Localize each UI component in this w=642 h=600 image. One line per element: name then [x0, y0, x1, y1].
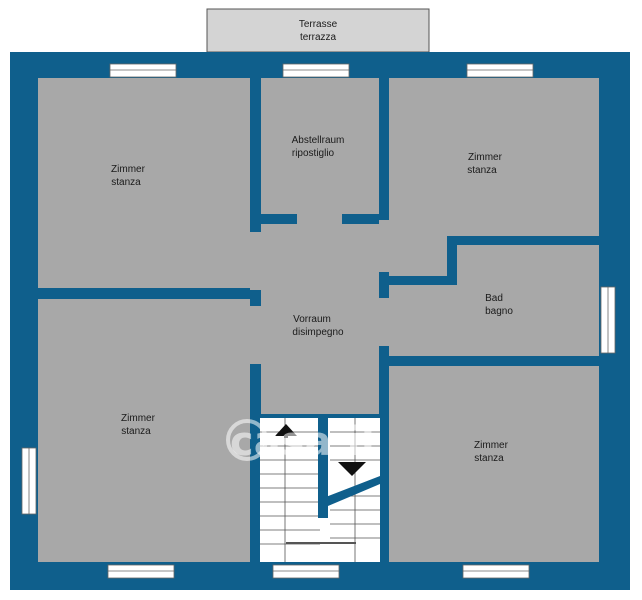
label-bathroom-line2: bagno: [485, 306, 513, 317]
door-storage: [297, 214, 342, 224]
label-room-bottom-right-line2: stanza: [474, 453, 504, 464]
window-bottom-left: [107, 564, 175, 579]
door-left-mid: [250, 306, 261, 364]
label-room-bottom-right-line1: Zimmer: [474, 440, 509, 451]
label-room-top-left-line2: stanza: [111, 177, 141, 188]
label-room-bottom-left-line1: Zimmer: [121, 413, 156, 424]
wall-bath-top: [447, 236, 599, 245]
label-room-top-left-line1: Zimmer: [111, 164, 146, 175]
room-bottom-left: [38, 299, 250, 562]
label-storage-line1: Abstellraum: [292, 135, 345, 146]
wall-bath-bottom: [389, 356, 599, 365]
watermark-text: casa.it: [230, 419, 380, 465]
wall-bath-left: [389, 276, 457, 285]
label-bathroom-line1: Bad: [485, 293, 503, 304]
window-bottom-right: [462, 564, 530, 579]
window-top-mid: [282, 63, 350, 78]
room-top-right: [389, 78, 599, 236]
label-terrace-line2: terrazza: [300, 32, 337, 43]
window-top-left: [109, 63, 177, 78]
wall-bath-step: [447, 236, 457, 284]
room-top-left: [38, 78, 250, 288]
staircase: [260, 418, 380, 562]
label-room-top-right-line1: Zimmer: [468, 152, 503, 163]
window-bottom-mid: [272, 564, 340, 579]
room-bottom-right: [389, 366, 599, 562]
label-terrace-line1: Terrasse: [299, 19, 338, 30]
label-room-bottom-left-line2: stanza: [121, 426, 151, 437]
terrace-area: [206, 8, 430, 53]
room-storage: [261, 78, 379, 214]
label-hallway-line1: Vorraum: [293, 314, 331, 325]
label-storage-line2: ripostiglio: [292, 148, 335, 159]
room-hallway: [261, 224, 379, 414]
label-hallway-line2: disimpegno: [292, 327, 344, 338]
label-room-top-right-line2: stanza: [467, 165, 497, 176]
door-right-mid: [379, 298, 389, 346]
stair-down-arrow-icon: [338, 462, 366, 476]
stair-up-arrow-icon: [275, 424, 297, 436]
casa-logo-icon: [226, 419, 268, 461]
room-bathroom: [389, 244, 599, 356]
watermark: casa.it: [226, 419, 380, 465]
door-right-top: [379, 220, 389, 272]
door-left-top: [250, 232, 261, 290]
window-top-right: [466, 63, 534, 78]
